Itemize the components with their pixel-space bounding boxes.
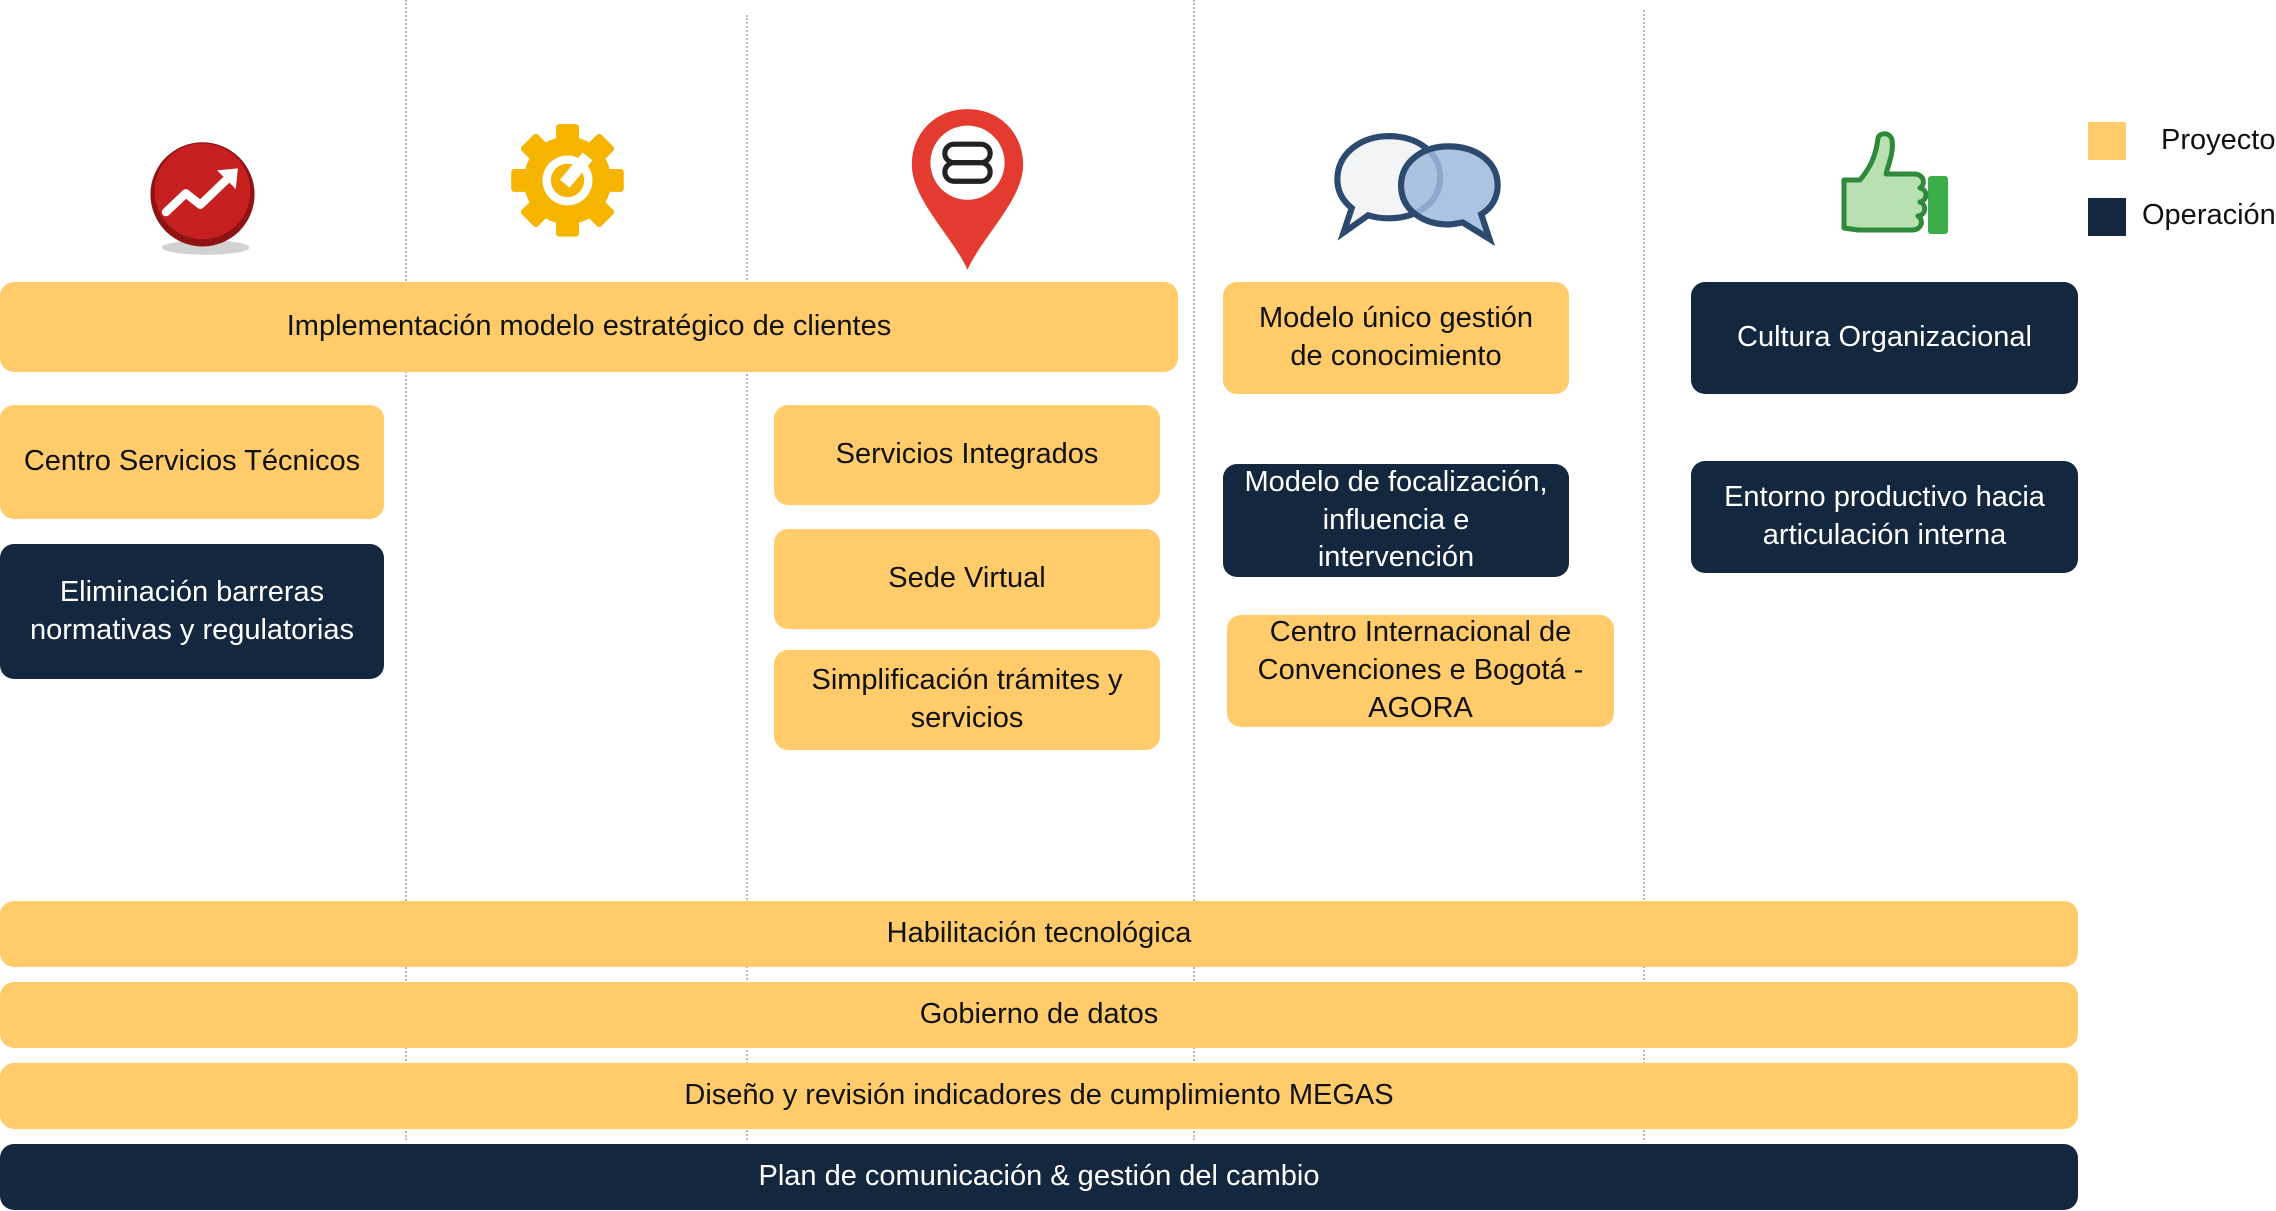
legend-label-operacion: Operación xyxy=(2142,199,2276,231)
location-pin-icon xyxy=(911,109,1024,270)
trend-up-icon xyxy=(150,142,255,255)
column-divider xyxy=(405,0,407,1140)
legend-swatch-operacion xyxy=(2088,198,2126,236)
thumbs-up-icon xyxy=(1841,131,1948,234)
gear-icon xyxy=(511,124,624,237)
box-cultura-organizacional: Cultura Organizacional xyxy=(1691,282,2078,394)
box-modelo-gestion-conocimiento: Modelo único gestión de conocimiento xyxy=(1223,282,1569,394)
box-modelo-focalizacion: Modelo de focalización, influencia e int… xyxy=(1223,464,1569,577)
box-centro-convenciones-agora: Centro Internacional de Convenciones e B… xyxy=(1227,615,1614,727)
box-centro-servicios-tecnicos: Centro Servicios Técnicos xyxy=(0,405,384,519)
bar-plan-comunicacion: Plan de comunicación & gestión del cambi… xyxy=(0,1144,2078,1210)
legend-swatch-proyecto xyxy=(2088,122,2126,160)
column-divider xyxy=(1643,10,1645,1140)
bar-gobierno-de-datos: Gobierno de datos xyxy=(0,982,2078,1048)
box-simplificacion-tramites: Simplificación trámites y servicios xyxy=(774,650,1160,750)
box-entorno-productivo: Entorno productivo hacia articulación in… xyxy=(1691,461,2078,573)
box-servicios-integrados: Servicios Integrados xyxy=(774,405,1160,505)
chat-bubbles-icon xyxy=(1334,133,1501,246)
box-modelo-estrategico-clientes: Implementación modelo estratégico de cli… xyxy=(0,282,1178,372)
bar-habilitacion-tecnologica: Habilitación tecnológica xyxy=(0,901,2078,967)
box-eliminacion-barreras: Eliminación barreras normativas y regula… xyxy=(0,544,384,679)
bar-indicadores-megas: Diseño y revisión indicadores de cumplim… xyxy=(0,1063,2078,1129)
column-divider xyxy=(746,15,748,1140)
legend-label-proyecto: Proyecto xyxy=(2161,124,2276,156)
column-divider xyxy=(1193,0,1195,1140)
box-sede-virtual: Sede Virtual xyxy=(774,529,1160,629)
